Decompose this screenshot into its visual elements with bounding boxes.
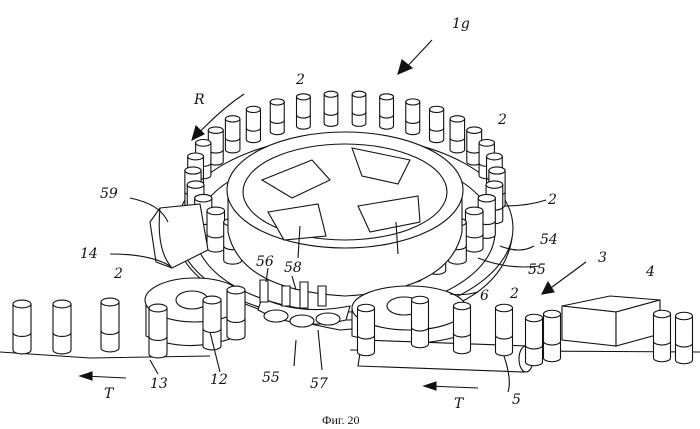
arrow-transport-right: [424, 382, 478, 390]
figure-caption: Фиг. 20: [322, 413, 359, 427]
container: [207, 207, 225, 252]
label-out-path: 13: [150, 376, 168, 392]
container: [270, 99, 284, 135]
label-finger-b: 57: [310, 376, 328, 392]
label-star-out: 12: [210, 372, 228, 388]
container: [380, 94, 394, 129]
label-finger-c: 58: [284, 260, 302, 276]
pusher-block: [562, 296, 660, 346]
label-guide: 14: [80, 246, 98, 262]
label-seat-right: 55: [528, 262, 546, 278]
container: [13, 300, 31, 354]
container: [465, 207, 483, 252]
container: [324, 91, 338, 126]
label-container-inlet: 2: [509, 286, 519, 302]
label-pocket: 54: [540, 232, 558, 248]
container: [149, 304, 167, 358]
label-star-in: 6: [480, 288, 489, 304]
container: [450, 116, 465, 153]
container: [406, 99, 420, 135]
arrow-assembly: [398, 40, 432, 74]
label-seat-bottom: 55: [262, 370, 280, 386]
label-container-top: 2: [295, 72, 305, 88]
container: [496, 304, 513, 355]
finger: [260, 280, 268, 302]
container: [544, 310, 561, 361]
container: [297, 94, 311, 129]
label-segment: 59: [100, 186, 118, 202]
container: [225, 116, 240, 153]
container: [454, 302, 471, 353]
label-transport-left: T: [104, 386, 115, 402]
container: [101, 298, 119, 352]
label-container-right: 2: [497, 112, 507, 128]
finger: [318, 286, 326, 306]
label-assembly: 1g: [452, 16, 470, 32]
label-container-edge: 2: [547, 192, 557, 208]
finger: [282, 286, 290, 306]
container: [676, 312, 693, 363]
label-finger-a: 56: [256, 254, 274, 270]
container: [654, 310, 671, 361]
arrow-feed: [542, 262, 586, 294]
container: [412, 296, 429, 347]
label-conveyor: 3: [598, 250, 607, 266]
container: [352, 91, 366, 126]
container: [429, 106, 443, 142]
arrow-transport-left: [80, 372, 126, 380]
label-bar: 5: [512, 392, 521, 408]
finger: [300, 282, 308, 308]
container: [227, 286, 245, 340]
label-container-left: 2: [113, 266, 123, 282]
label-rotation: R: [193, 92, 205, 108]
central-wheel: [227, 132, 463, 296]
container: [246, 106, 260, 142]
container: [358, 304, 375, 355]
container: [53, 300, 71, 354]
label-transport-right: T: [454, 396, 465, 412]
label-pusher: 4: [645, 264, 655, 280]
container: [526, 314, 543, 365]
